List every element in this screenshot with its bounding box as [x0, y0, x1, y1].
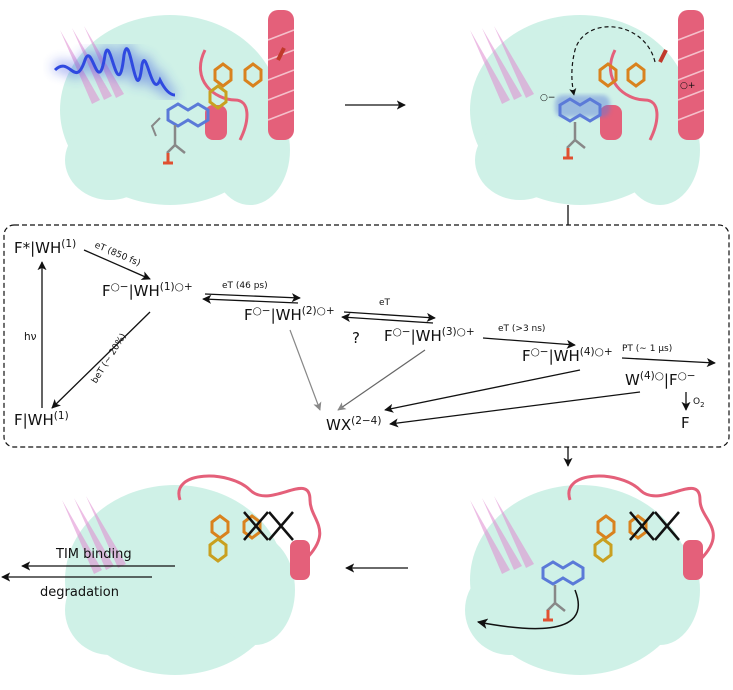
- label-eT: eT: [379, 298, 391, 308]
- arrow-eT-3ns: [482, 337, 576, 349]
- tryptophan-chain: [593, 511, 680, 563]
- flavin-cofactor: [555, 95, 610, 160]
- label-question: ?: [352, 329, 360, 347]
- arrow-eT-850fs: [83, 249, 151, 280]
- protein-background: [65, 485, 295, 675]
- label-PT: PT (∼ 1 µs): [622, 344, 672, 354]
- tryptophan-chain: [598, 49, 668, 88]
- reaction-scheme-box: [3, 224, 730, 448]
- tryptophan-chain: [208, 47, 286, 110]
- species-s1: F○−|WH(1)○+: [102, 281, 193, 300]
- species-F-ground: F|WH(1): [14, 410, 69, 429]
- flavin-cofactor: [541, 560, 585, 622]
- light-pulse: [51, 43, 176, 100]
- tryptophan-chain: [208, 511, 294, 563]
- beta-sheet: [470, 26, 534, 104]
- radical-cation-label: ○+: [680, 81, 695, 91]
- arrow-s3-to-WX: [337, 349, 426, 411]
- species-s5: W(4)○|F○−: [625, 370, 696, 389]
- protein-panel-bottom-left: [62, 474, 322, 675]
- species-F-final: F: [681, 414, 690, 432]
- arrow-s5-to-WX: [389, 391, 641, 428]
- protein-background: [60, 15, 290, 205]
- label-hv: hν: [24, 331, 37, 343]
- protein-panel-top-left: [51, 10, 295, 205]
- helix-ribbon: [600, 10, 705, 141]
- label-O2: O2: [693, 397, 705, 409]
- flavin-release-arrow: [476, 589, 579, 630]
- protein-panel-bottom-right: [465, 474, 715, 675]
- radical-anion-label: ○−: [540, 93, 555, 103]
- label-eT-3ns: eT (>3 ns): [498, 324, 545, 334]
- electron-transfer-dashed-arrow: [569, 26, 656, 96]
- arrow-eT-46ps-back: [202, 294, 299, 304]
- arrow-beT: [51, 311, 151, 409]
- label-degradation: degradation: [40, 585, 119, 600]
- species-WX: WX(2−4): [326, 415, 381, 434]
- species-s3: F○−|WH(3)○+: [384, 326, 475, 345]
- label-beT: beT (∼ 20%): [90, 332, 129, 386]
- beta-sheet: [62, 496, 126, 574]
- arrow-eT-46ps-forward: [204, 293, 301, 303]
- species-s4: F○−|WH(4)○+: [522, 346, 613, 365]
- label-eT-46ps: eT (46 ps): [222, 281, 268, 291]
- species-s2: F○−|WH(2)○+: [244, 305, 335, 324]
- unfolded-loop: [567, 474, 715, 580]
- arrow-PT: [621, 357, 716, 368]
- arrow-eT-forward: [343, 311, 436, 323]
- label-tim-binding: TIM binding: [55, 547, 132, 562]
- arrow-s4-to-WX: [384, 369, 581, 413]
- unfolded-loop: [177, 474, 322, 580]
- flavin-cofactor: [150, 102, 210, 165]
- species-F-star: F*|WH(1): [14, 238, 76, 257]
- arrow-s2-to-WX: [289, 329, 322, 411]
- beta-sheet: [470, 496, 534, 574]
- protein-panel-top-right: ○− ○+: [470, 10, 705, 205]
- arrow-eT-back: [341, 312, 434, 324]
